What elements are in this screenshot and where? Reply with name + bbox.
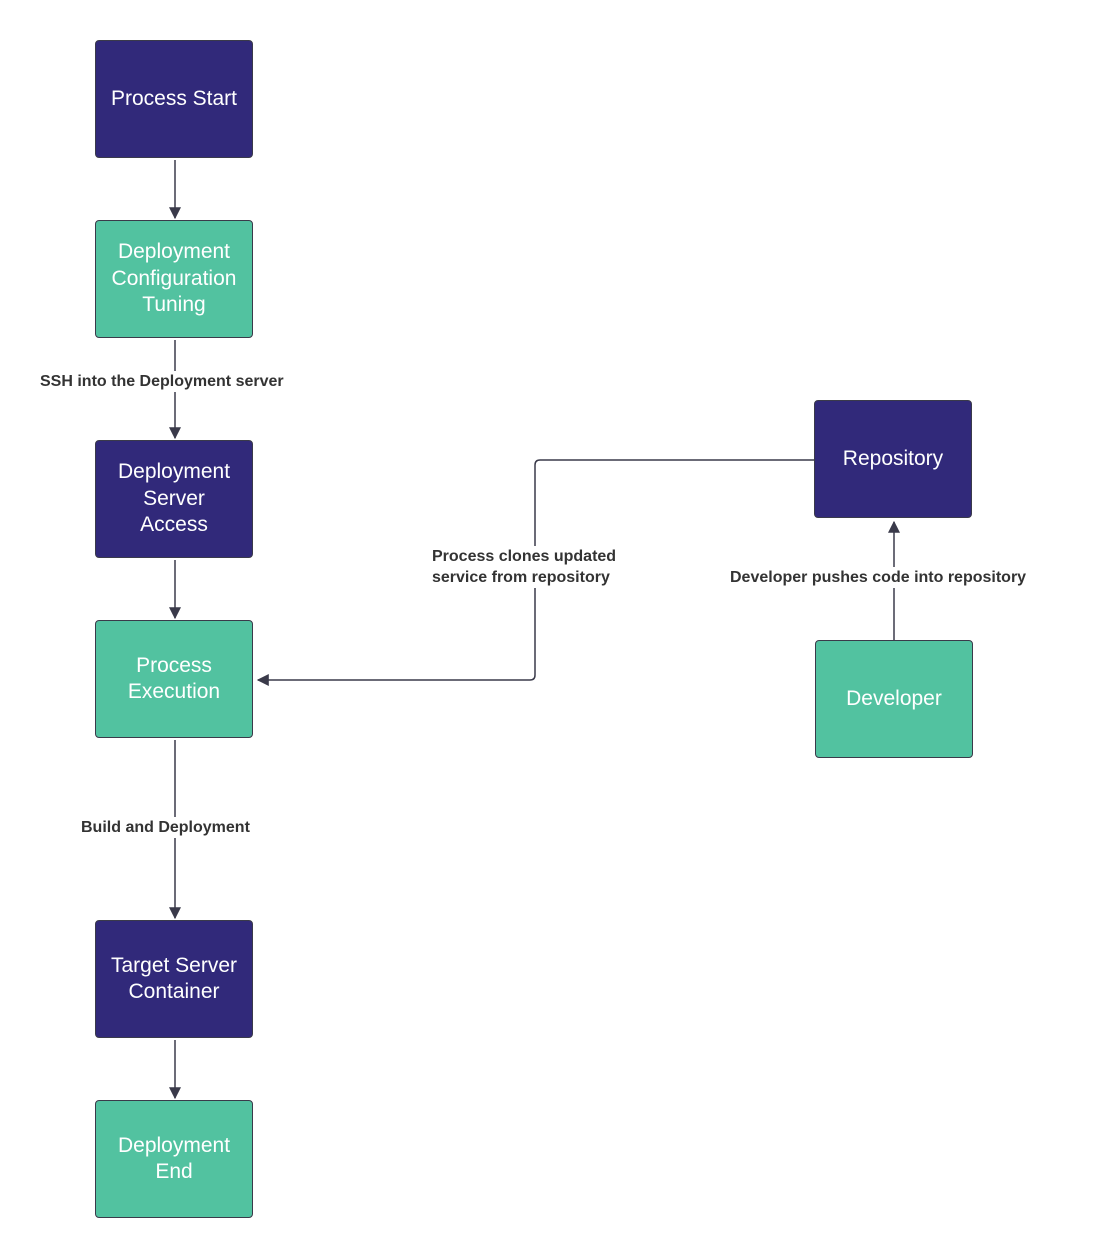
node-repository[interactable]: Repository bbox=[814, 400, 972, 518]
node-deployment-end[interactable]: Deployment End bbox=[95, 1100, 253, 1218]
edge-label-build: Build and Deployment bbox=[81, 817, 250, 838]
edge-label-ssh: SSH into the Deployment server bbox=[40, 371, 284, 392]
node-process-start[interactable]: Process Start bbox=[95, 40, 253, 158]
node-deployment-configuration-tuning[interactable]: Deployment Configuration Tuning bbox=[95, 220, 253, 338]
node-target-server-container[interactable]: Target Server Container bbox=[95, 920, 253, 1038]
edge-label-push: Developer pushes code into repository bbox=[730, 567, 1027, 588]
node-process-execution[interactable]: Process Execution bbox=[95, 620, 253, 738]
edge-label-clone: Process clones updated service from repo… bbox=[432, 546, 617, 588]
node-deployment-server-access[interactable]: Deployment Server Access bbox=[95, 440, 253, 558]
node-developer[interactable]: Developer bbox=[815, 640, 973, 758]
